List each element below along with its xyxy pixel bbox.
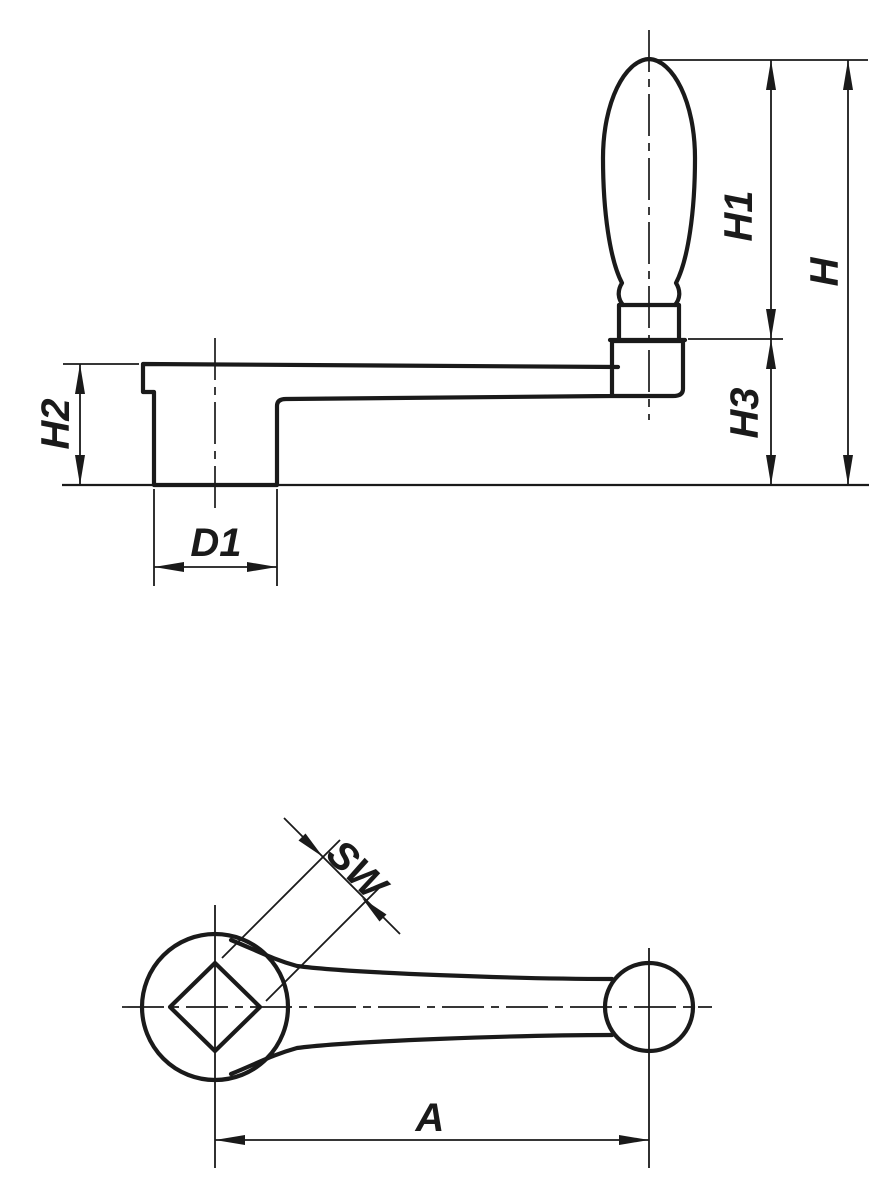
arrow-d1-left [154,562,184,572]
side-view: H1 H3 H H2 D1 [34,30,869,586]
dim-label-h1: H1 [717,190,761,241]
arrow-h-bottom [843,455,853,485]
handle-knob-outline [600,56,698,308]
arrow-a-left [215,1135,245,1145]
plan-view: SW A [122,817,712,1168]
arrow-sw-lower [362,898,387,922]
dim-label-h3: H3 [723,387,767,438]
ext-line-sw-lower [265,882,385,1002]
arm-top-contour [228,937,615,982]
dim-label-a: A [415,1096,445,1140]
ext-line-sw-upper [221,839,341,959]
dim-label-h2: H2 [34,398,78,449]
arrow-d1-right [247,562,277,572]
arm-bottom-contour [228,1032,615,1077]
crank-body-outline [140,338,686,488]
arrow-a-right [619,1135,649,1145]
dim-label-d1: D1 [190,521,241,565]
dim-label-sw: SW [318,831,397,910]
arrow-h1-bottom [766,309,776,339]
arrow-h3-bottom [766,455,776,485]
arrow-h-top [843,60,853,90]
arrow-h1-top [766,60,776,90]
arrow-h2-bottom [75,455,85,485]
arrow-sw-upper [298,833,323,857]
arrow-h3-top [766,339,776,369]
arrow-h2-top [75,364,85,394]
dim-label-h: H [803,256,847,286]
